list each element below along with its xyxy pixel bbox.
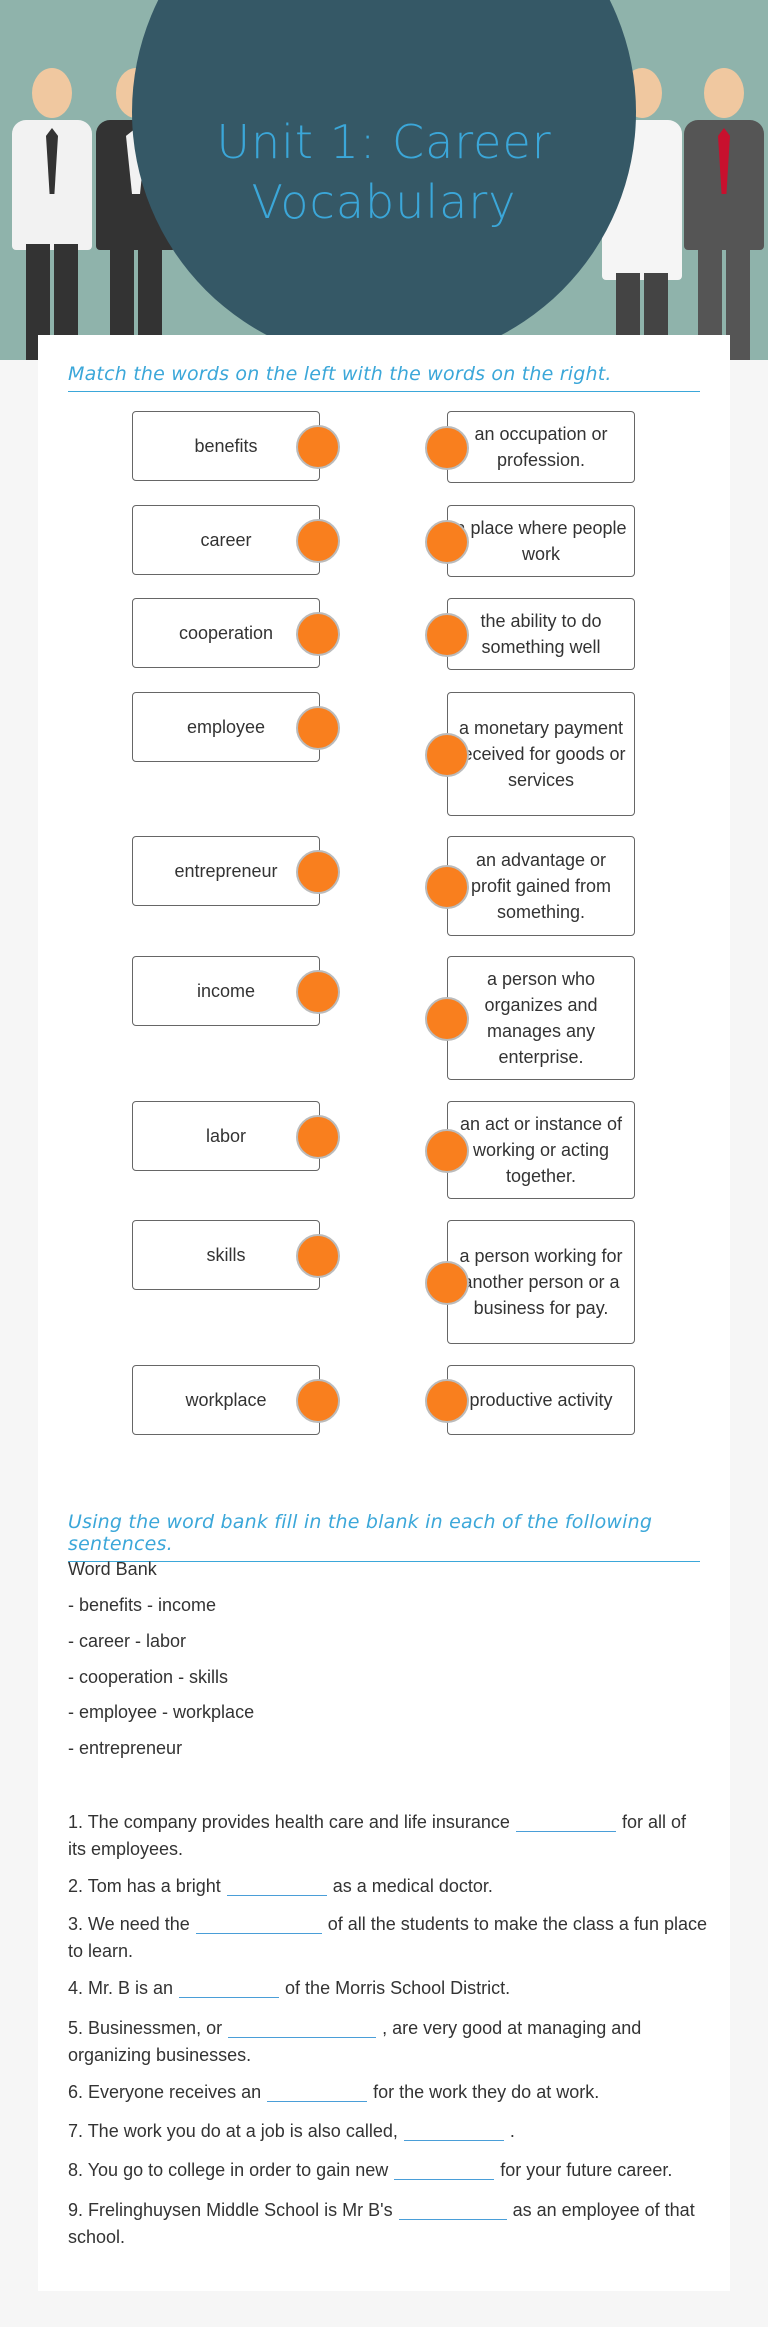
- blank-input[interactable]: [398, 2202, 507, 2221]
- match-right-connector[interactable]: [425, 1261, 469, 1305]
- match-right-connector[interactable]: [425, 865, 469, 909]
- match-left-item[interactable]: workplace: [132, 1365, 320, 1435]
- sentence-9: 9. Frelinghuysen Middle School is Mr B's…: [68, 2197, 708, 2251]
- match-right-item[interactable]: the ability to do something well: [447, 598, 635, 670]
- match-left-item[interactable]: skills: [132, 1220, 320, 1290]
- sentence-text: for the work they do at work.: [373, 2082, 600, 2102]
- page-title: Unit 1: Career Vocabulary: [216, 115, 552, 229]
- match-left-item[interactable]: cooperation: [132, 598, 320, 668]
- match-right-connector[interactable]: [425, 426, 469, 470]
- fill-instruction: Using the word bank fill in the blank in…: [68, 1511, 700, 1562]
- blank-input[interactable]: [394, 2162, 495, 2181]
- match-right-item[interactable]: an occupation or profession.: [447, 411, 635, 483]
- word-bank-line: - employee - workplace: [68, 1702, 255, 1722]
- word-bank-line: - cooperation - skills: [68, 1667, 229, 1687]
- match-left-item[interactable]: benefits: [132, 411, 320, 481]
- match-left-connector[interactable]: [296, 612, 340, 656]
- match-right-connector[interactable]: [425, 733, 469, 777]
- match-right-connector[interactable]: [425, 520, 469, 564]
- match-right-connector[interactable]: [425, 1129, 469, 1173]
- blank-input[interactable]: [228, 2020, 377, 2039]
- sentence-6: 6. Everyone receives an for the work they…: [68, 2079, 708, 2106]
- blank-input[interactable]: [403, 2123, 504, 2142]
- blank-input[interactable]: [195, 1916, 322, 1935]
- sentence-text: 1. The company provides health care and …: [68, 1812, 510, 1832]
- match-right-item[interactable]: a monetary payment received for goods or…: [447, 692, 635, 816]
- match-right-connector[interactable]: [425, 613, 469, 657]
- sentence-text: 5. Businessmen, or: [68, 2018, 223, 2038]
- sentence-text: for your future career.: [500, 2160, 673, 2180]
- sentence-5: 5. Businessmen, or, are very good at man…: [68, 2015, 708, 2069]
- sentence-text: as an employee of that school.: [68, 2200, 695, 2247]
- match-left-connector[interactable]: [296, 1115, 340, 1159]
- match-right-connector[interactable]: [425, 1379, 469, 1423]
- match-left-item[interactable]: career: [132, 505, 320, 575]
- match-left-connector[interactable]: [296, 1234, 340, 1278]
- match-right-item[interactable]: a person who organizes and manages any e…: [447, 956, 635, 1080]
- sentence-4: 4. Mr. B is an of the Morris School Distr…: [68, 1975, 708, 2002]
- person-illustration: [684, 68, 764, 360]
- sentence-text: as a medical doctor.: [332, 1876, 493, 1896]
- word-bank-line: - career - labor: [68, 1631, 187, 1651]
- header-banner: Unit 1: Career Vocabulary: [0, 0, 768, 360]
- match-left-item[interactable]: employee: [132, 692, 320, 762]
- match-left-connector[interactable]: [296, 425, 340, 469]
- sentence-text: 4. Mr. B is an: [68, 1978, 174, 1998]
- match-left-item[interactable]: income: [132, 956, 320, 1026]
- sentence-1: 1. The company provides health care and …: [68, 1809, 708, 1863]
- sentence-text: 2. Tom has a bright: [68, 1876, 221, 1896]
- blank-input[interactable]: [515, 1814, 616, 1833]
- match-right-item[interactable]: an act or instance of working or acting …: [447, 1101, 635, 1199]
- sentence-text: , are very good at managing and organizi…: [68, 2018, 642, 2065]
- blank-input[interactable]: [226, 1878, 327, 1897]
- match-left-connector[interactable]: [296, 519, 340, 563]
- sentence-text: 6. Everyone receives an: [68, 2082, 262, 2102]
- blank-input[interactable]: [179, 1980, 280, 1999]
- match-left-connector[interactable]: [296, 970, 340, 1014]
- match-left-connector[interactable]: [296, 706, 340, 750]
- sentence-text: for all of its employees.: [68, 1812, 686, 1859]
- sentence-text: 7. The work you do at a job is also call…: [68, 2121, 398, 2141]
- match-left-connector[interactable]: [296, 850, 340, 894]
- word-bank-line: - entrepreneur: [68, 1738, 183, 1758]
- match-right-connector[interactable]: [425, 997, 469, 1041]
- sentence-text: 9. Frelinghuysen Middle School is Mr B's: [68, 2200, 393, 2220]
- person-illustration: [12, 68, 92, 360]
- sentence-2: 2. Tom has a bright as a medical doctor.: [68, 1873, 708, 1900]
- sentence-text: of all the students to make the class a …: [68, 1914, 707, 1961]
- match-left-connector[interactable]: [296, 1379, 340, 1423]
- sentence-text: 8. You go to college in order to gain ne…: [68, 2160, 389, 2180]
- worksheet-card: Match the words on the left with the wor…: [38, 335, 730, 2291]
- match-right-item[interactable]: a place where people work: [447, 505, 635, 577]
- blank-input[interactable]: [267, 2084, 368, 2103]
- match-right-item[interactable]: productive activity: [447, 1365, 635, 1435]
- sentence-text: 3. We need the: [68, 1914, 190, 1934]
- match-left-item[interactable]: labor: [132, 1101, 320, 1171]
- sentence-8: 8. You go to college in order to gain ne…: [68, 2157, 708, 2184]
- word-bank-label: Word Bank: [68, 1559, 157, 1579]
- match-right-item[interactable]: an advantage or profit gained from somet…: [447, 836, 635, 936]
- word-bank-line: - benefits - income: [68, 1595, 217, 1615]
- sentence-text: of the Morris School District.: [285, 1978, 511, 1998]
- match-right-item[interactable]: a person working for another person or a…: [447, 1220, 635, 1344]
- match-left-item[interactable]: entrepreneur: [132, 836, 320, 906]
- sentence-7: 7. The work you do at a job is also call…: [68, 2118, 708, 2145]
- sentence-text: .: [509, 2121, 515, 2141]
- matching-instruction: Match the words on the left with the wor…: [68, 363, 700, 392]
